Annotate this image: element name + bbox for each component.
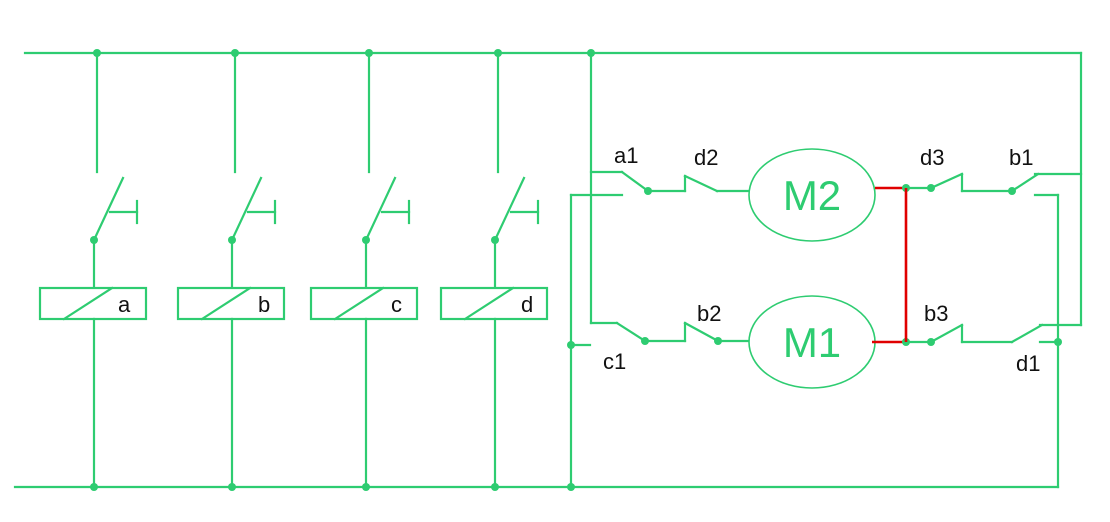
- contact-label-b2: b2: [697, 301, 721, 326]
- switch-blade-c: [364, 176, 397, 242]
- lower-rung: [569, 295, 1083, 389]
- contact-b3-blade: [929, 323, 964, 344]
- contact-label-b1: b1: [1009, 145, 1033, 170]
- contact-a1-blade: [620, 170, 650, 193]
- switch-blade-b: [230, 176, 263, 242]
- contact-d2-blade: [683, 174, 719, 193]
- contact-label-a1: a1: [614, 143, 638, 168]
- motor-feed-wires: [567, 49, 624, 491]
- contact-label-d2: d2: [694, 145, 718, 170]
- contact-c1-blade: [615, 321, 647, 343]
- relay-branch-d: [439, 49, 549, 491]
- contact-label-d3: d3: [920, 145, 944, 170]
- coil-label-b: b: [258, 292, 270, 317]
- top-rail: [23, 51, 1083, 327]
- relay-coil-c: [309, 286, 419, 321]
- switch-blade-a: [92, 176, 125, 242]
- relay-coil-d: [439, 286, 549, 321]
- motor-m2: [748, 148, 876, 242]
- contact-b1-blade: [1010, 172, 1040, 193]
- relay-branch-b: [176, 49, 286, 491]
- relay-branch-a: [38, 49, 148, 491]
- coil-label-c: c: [391, 292, 402, 317]
- contact-d1-blade: [1010, 323, 1044, 344]
- motor-label-m1: M1: [783, 319, 841, 366]
- contact-label-d1: d1: [1016, 351, 1040, 376]
- relay-branch-c: [309, 49, 419, 491]
- contact-label-b3: b3: [924, 301, 948, 326]
- switch-blade-d: [493, 176, 526, 242]
- coil-label-a: a: [118, 292, 131, 317]
- contact-label-c1: c1: [603, 349, 626, 374]
- upper-rung: [620, 148, 1083, 489]
- motor-label-m2: M2: [783, 172, 841, 219]
- contact-d3-blade: [929, 172, 964, 190]
- contact-b2-blade: [683, 321, 720, 343]
- coil-label-d: d: [521, 292, 533, 317]
